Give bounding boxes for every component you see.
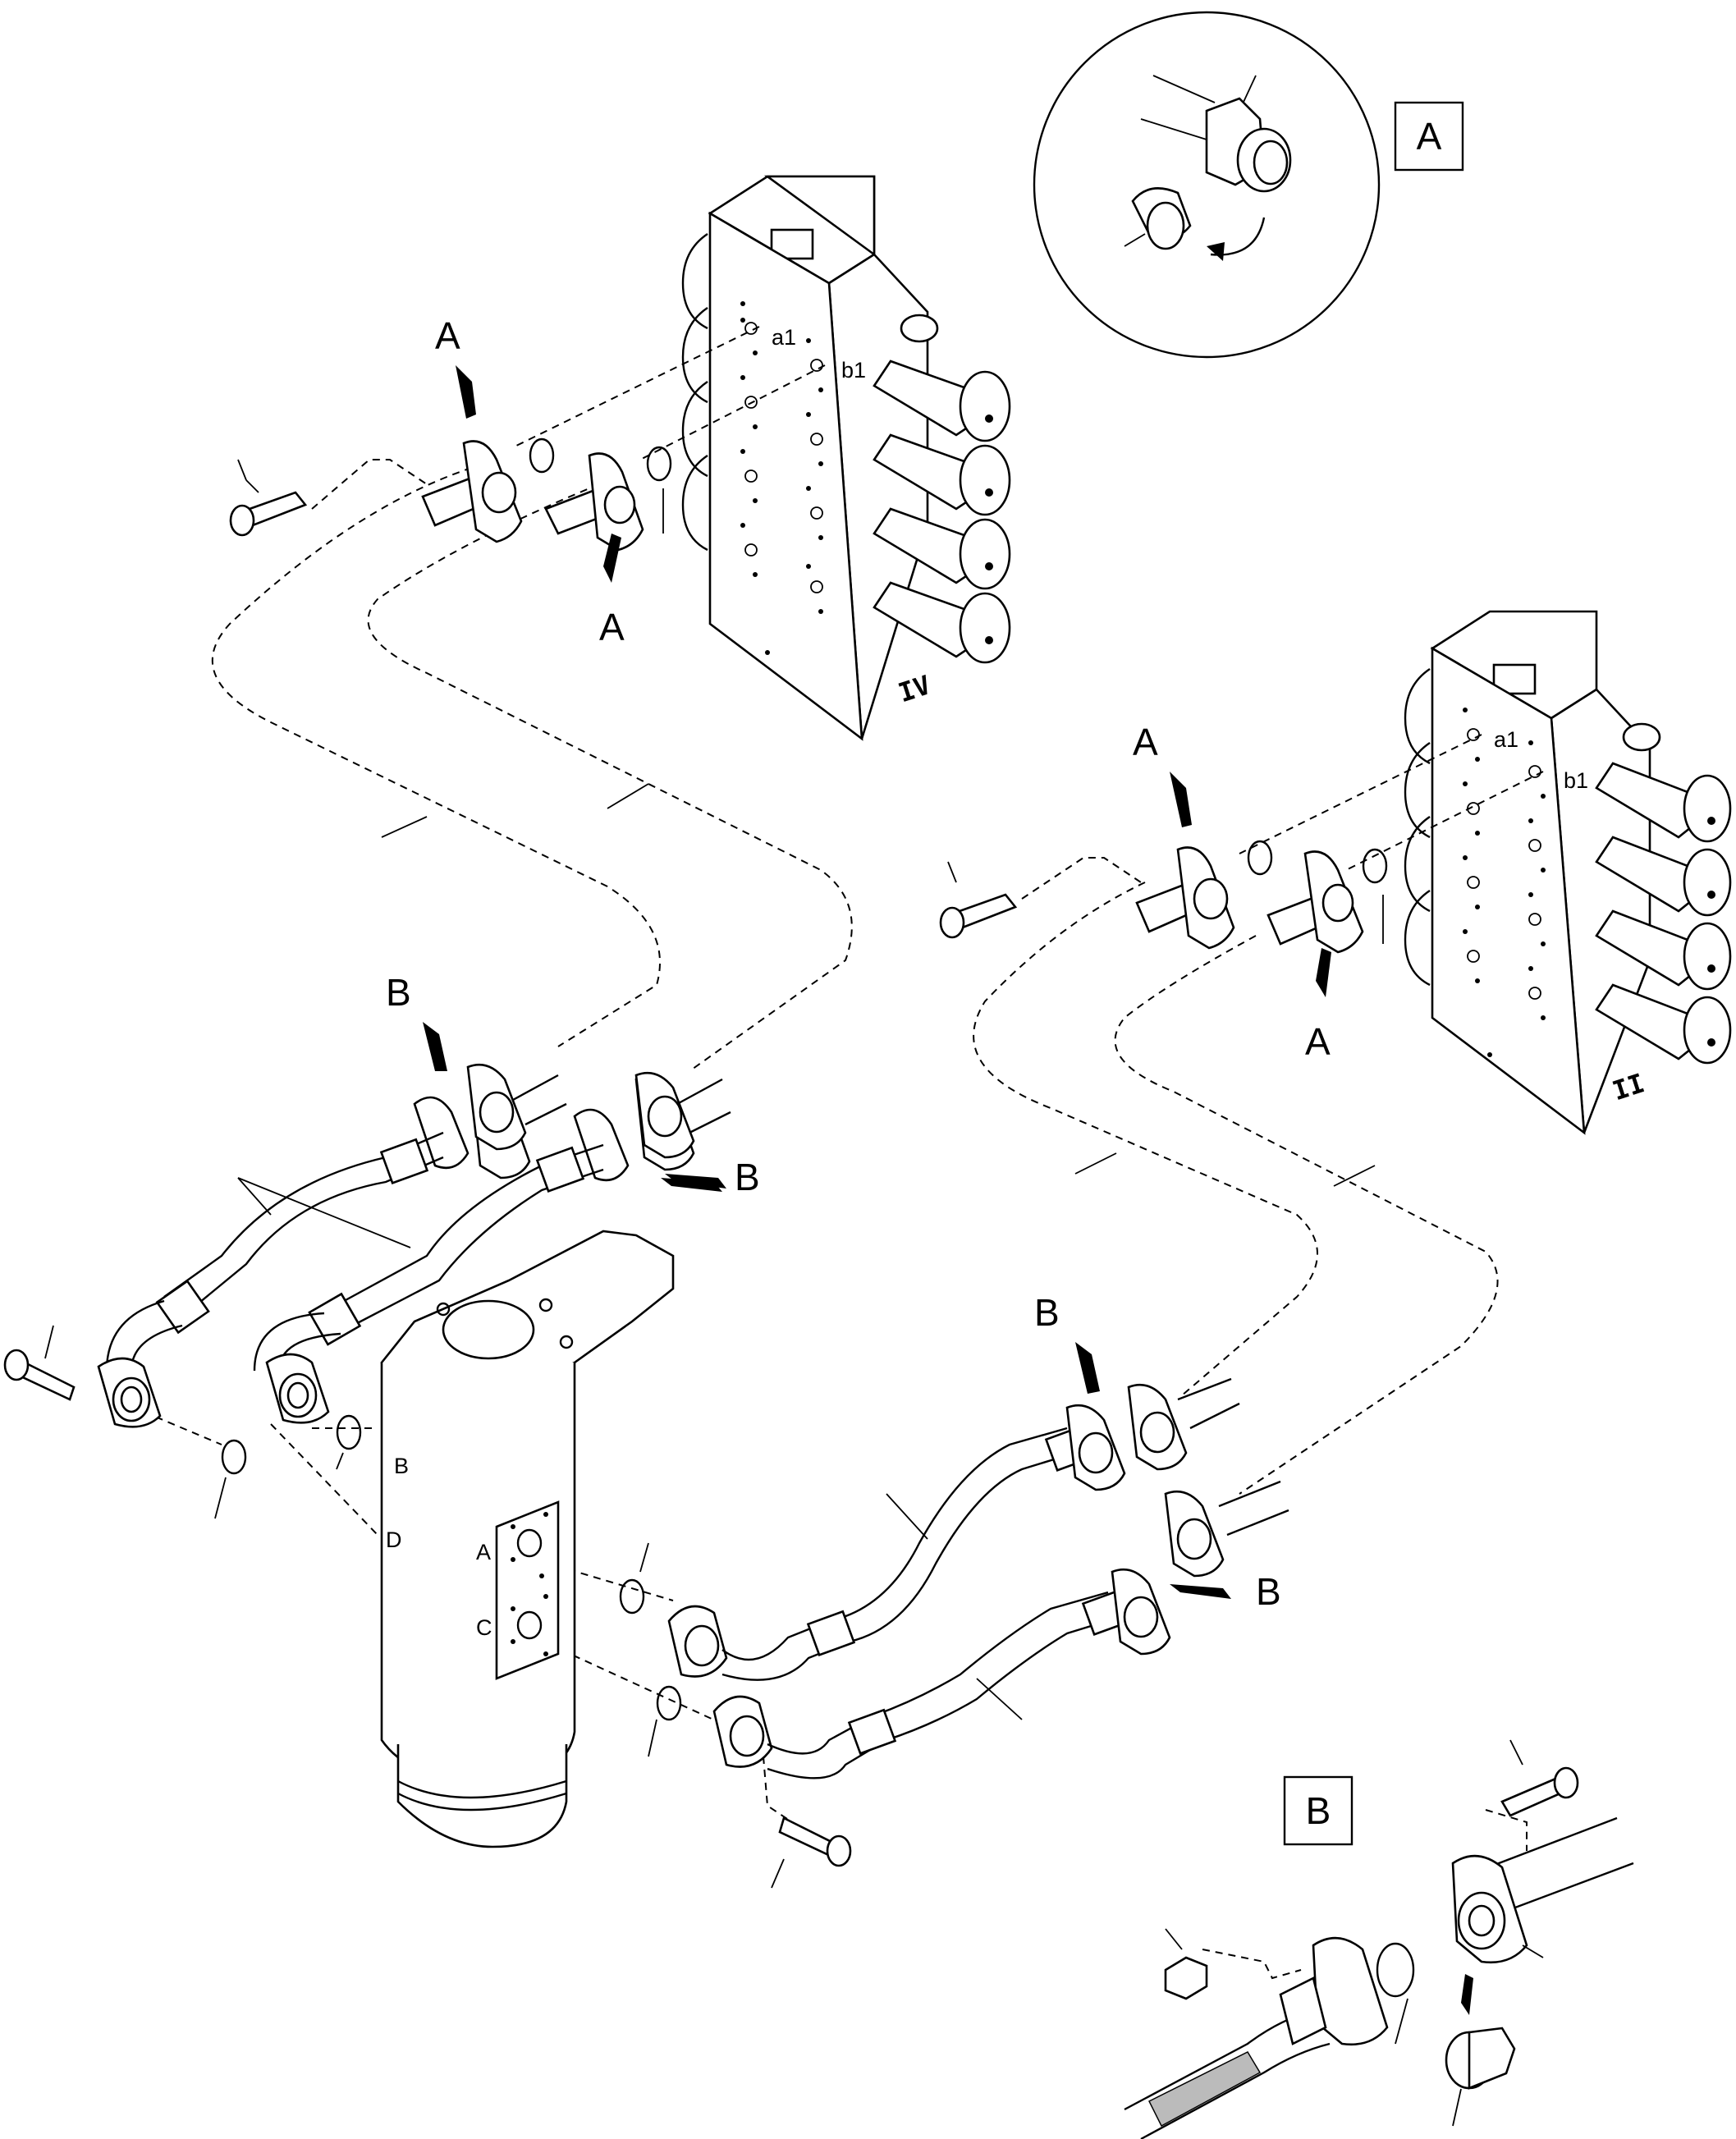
detail-box-a: A bbox=[1394, 101, 1464, 172]
left-bolt bbox=[3, 1325, 76, 1401]
right-oring-right bbox=[1362, 848, 1388, 944]
callout-b-left: B bbox=[386, 971, 411, 1014]
upper-oring-left bbox=[529, 437, 555, 474]
lower-right-hose-assembly bbox=[619, 1377, 1289, 1779]
callout-a-upper: A bbox=[435, 314, 460, 357]
swivel-port-b: B bbox=[394, 1454, 409, 1478]
swivel-port-d: D bbox=[386, 1528, 402, 1552]
right-flange-a-left bbox=[1135, 846, 1235, 950]
upper-bolt bbox=[229, 459, 308, 537]
detail-b-assembly bbox=[1124, 1739, 1634, 2139]
swivel-port-a: A bbox=[476, 1540, 491, 1564]
right-flange-a-right bbox=[1267, 850, 1364, 954]
block-iv-port-b1: b1 bbox=[841, 358, 866, 382]
dashed-routing-lines bbox=[143, 326, 1544, 1980]
lower-bolt bbox=[771, 1816, 852, 1889]
left-orings bbox=[214, 1414, 362, 1519]
detail-box-b-label: B bbox=[1306, 1789, 1331, 1832]
right-bolt bbox=[939, 861, 1018, 939]
right-oring-left bbox=[1247, 840, 1273, 876]
swivel-joint: B D A C bbox=[380, 1230, 675, 1848]
block-ii-port-a1: a1 bbox=[1494, 727, 1518, 752]
swivel-port-c: C bbox=[476, 1615, 492, 1640]
detail-box-a-label: A bbox=[1417, 115, 1442, 158]
block-iv-number: IV bbox=[895, 669, 934, 708]
valve-block-ii: a1 b1 II bbox=[1404, 610, 1732, 1135]
block-iv-port-a1: a1 bbox=[772, 325, 796, 350]
callout-a-upper-lower: A bbox=[599, 606, 625, 648]
block-ii-port-b1: b1 bbox=[1564, 768, 1588, 793]
callout-labels: A A A A B B B B bbox=[386, 314, 1331, 1613]
callout-a-right: A bbox=[1133, 721, 1158, 763]
detail-box-b: B bbox=[1283, 1775, 1354, 1846]
upper-flange-a-right bbox=[544, 452, 644, 552]
callout-a-right-lower: A bbox=[1305, 1020, 1331, 1063]
upper-flange-a-left bbox=[421, 440, 523, 543]
upper-left-b-flanges bbox=[466, 1063, 731, 1159]
callout-b-right-lower: B bbox=[1256, 1570, 1281, 1613]
callout-b-left-lower: B bbox=[735, 1156, 760, 1198]
upper-oring-right bbox=[646, 446, 672, 534]
block-ii-number: II bbox=[1609, 1067, 1648, 1106]
valve-block-iv: a1 b1 IV bbox=[681, 175, 1011, 741]
detail-a-circle bbox=[1033, 11, 1381, 359]
callout-b-right: B bbox=[1034, 1291, 1060, 1334]
